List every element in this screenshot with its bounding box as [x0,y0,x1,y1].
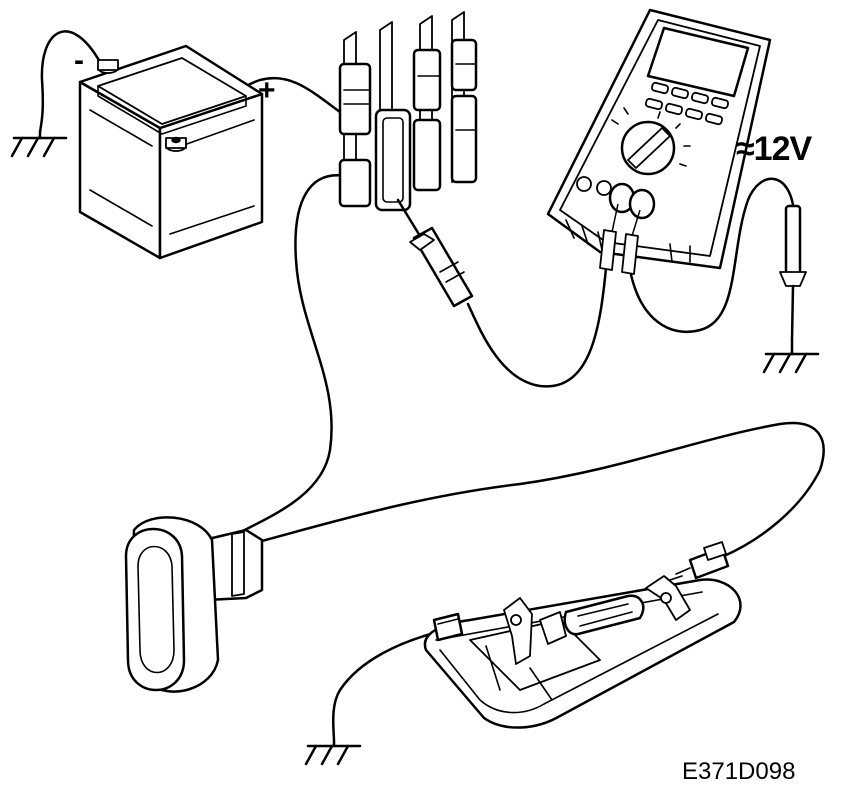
figure-id-label: E371D098 [682,758,796,785]
wire-switch-lamp [256,421,825,558]
wire-fusebox-switch [224,174,348,542]
battery-positive-label: + [258,74,276,107]
fuse-box-icon [338,11,478,212]
wire-probe-meter [466,266,608,388]
connector-icon [669,541,730,581]
battery-icon [78,44,264,260]
multimeter-icon [546,8,772,275]
connector-icon [432,612,464,642]
wire-meter-probe2 [628,177,796,333]
switch-icon [124,516,264,693]
probe-icon [779,204,807,342]
wire-lamp-ground [332,630,440,744]
ground-symbol-icon [10,130,68,158]
ground-symbol-icon [762,338,820,374]
wire-battery-ground [38,30,102,134]
ground-symbol-icon [304,740,362,766]
lamp-housing-icon [423,575,742,729]
battery-negative-label: - [74,44,84,77]
voltage-reading-label: ≈12V [736,130,812,168]
probe-icon [396,198,474,308]
